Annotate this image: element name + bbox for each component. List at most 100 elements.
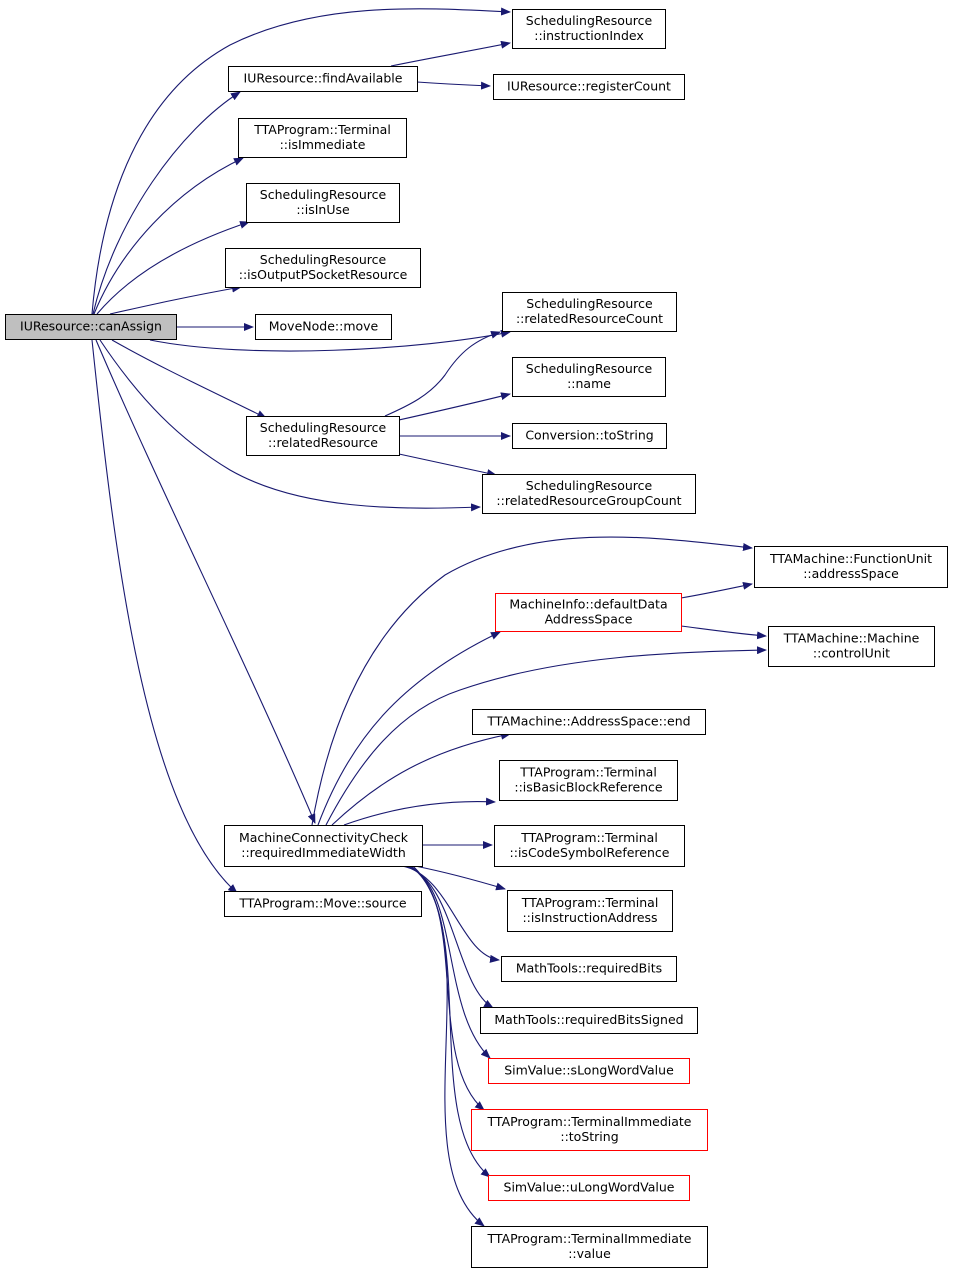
edge-arrow	[96, 221, 250, 315]
edge-required-immediate-width-to-fu-address-space	[311, 536, 753, 826]
edge-arrow	[92, 91, 241, 315]
edge-arrow	[311, 536, 753, 826]
node-label-line: TTAProgram::Terminal	[253, 122, 391, 137]
node-label-line: SimValue::uLongWordValue	[504, 1180, 675, 1195]
node-register-count[interactable]: IUResource::registerCount	[493, 74, 685, 100]
edge-arrow	[93, 157, 244, 315]
edge-required-immediate-width-to-is-instruction-address	[414, 865, 506, 891]
node-can-assign[interactable]: IUResource::canAssign	[5, 314, 177, 340]
edge-arrow	[384, 330, 501, 417]
node-required-bits-signed[interactable]: MathTools::requiredBitsSigned	[480, 1007, 698, 1034]
edge-can-assign-to-move-source	[91, 339, 238, 894]
node-ti-value[interactable]: TTAProgram::TerminalImmediate::value	[471, 1226, 708, 1268]
edge-arrow	[412, 865, 485, 1227]
edge-arrow	[325, 646, 767, 826]
node-label-line: SchedulingResource	[260, 420, 387, 435]
node-is-basic-block-reference[interactable]: TTAProgram::Terminal::isBasicBlockRefere…	[499, 760, 678, 801]
node-box	[488, 1175, 690, 1201]
edge-arrow	[95, 339, 316, 824]
node-box	[228, 66, 418, 92]
node-label-line: ::requiredImmediateWidth	[241, 845, 406, 860]
edge-arrow	[406, 865, 491, 1059]
node-address-space-end[interactable]: TTAMachine::AddressSpace::end	[472, 709, 706, 735]
edge-default-data-address-space-to-control-unit	[680, 625, 767, 640]
edge-find-available-to-instruction-index	[390, 40, 511, 67]
edge-related-resource-to-related-resource-count	[384, 330, 501, 417]
node-related-resource-count[interactable]: SchedulingResource::relatedResourceCount	[502, 292, 677, 332]
node-label-line: ::isInstructionAddress	[522, 910, 657, 925]
edge-related-resource-to-related-resource-group-count	[398, 453, 497, 477]
edge-required-immediate-width-to-ti-value	[412, 865, 485, 1227]
node-box	[471, 1109, 708, 1151]
node-ti-to-string[interactable]: TTAProgram::TerminalImmediate::toString	[471, 1109, 708, 1151]
edge-can-assign-to-is-immediate	[93, 157, 244, 315]
node-label-line: TTAMachine::FunctionUnit	[769, 551, 932, 566]
node-label-line: TTAProgram::Terminal	[521, 895, 659, 910]
node-box	[512, 357, 666, 397]
node-label-line: ::controlUnit	[813, 646, 890, 661]
edge-arrow	[91, 339, 238, 894]
node-label-line: AddressSpace	[545, 612, 633, 627]
node-control-unit[interactable]: TTAMachine::Machine::controlUnit	[768, 626, 935, 667]
node-box	[501, 956, 677, 982]
node-label-line: SchedulingResource	[526, 13, 653, 28]
edge-required-immediate-width-to-address-space-end	[331, 731, 511, 826]
node-is-immediate[interactable]: TTAProgram::Terminal::isImmediate	[238, 118, 407, 158]
node-box	[768, 626, 935, 667]
node-label-line: SchedulingResource	[526, 478, 653, 493]
node-label-line: TTAProgram::Terminal	[520, 830, 658, 845]
node-label-line: ::toString	[560, 1129, 618, 1144]
node-label-line: SchedulingResource	[526, 296, 653, 311]
node-box	[224, 825, 423, 867]
node-box	[480, 1007, 698, 1034]
node-box	[488, 1058, 690, 1084]
edge-arrow	[317, 631, 501, 826]
node-label-line: ::instructionIndex	[534, 28, 644, 43]
edge-arrow	[109, 284, 242, 315]
node-sr-name[interactable]: SchedulingResource::name	[512, 357, 666, 397]
node-instruction-index[interactable]: SchedulingResource::instructionIndex	[512, 9, 666, 49]
edge-required-immediate-width-to-is-basic-block-reference	[343, 797, 496, 826]
node-label-line: ::name	[567, 376, 611, 391]
node-label-line: MoveNode::move	[269, 319, 379, 334]
node-label-line: ::relatedResource	[268, 435, 378, 450]
node-label-line: MathTools::requiredBits	[516, 961, 662, 976]
node-u-long-word-value[interactable]: SimValue::uLongWordValue	[488, 1175, 690, 1201]
node-box	[512, 9, 666, 49]
node-s-long-word-value[interactable]: SimValue::sLongWordValue	[488, 1058, 690, 1084]
node-label-line: MachineInfo::defaultData	[509, 597, 667, 612]
node-label-line: ::value	[568, 1246, 611, 1261]
node-label-line: IUResource::canAssign	[20, 319, 162, 334]
node-find-available[interactable]: IUResource::findAvailable	[228, 66, 418, 92]
node-is-output-psocket[interactable]: SchedulingResource::isOutputPSocketResou…	[225, 248, 421, 288]
node-label-line: SchedulingResource	[526, 361, 653, 376]
node-required-immediate-width[interactable]: MachineConnectivityCheck::requiredImmedi…	[224, 825, 423, 867]
node-box	[238, 118, 407, 158]
node-is-instruction-address[interactable]: TTAProgram::Terminal::isInstructionAddre…	[507, 890, 673, 932]
node-is-code-symbol-reference[interactable]: TTAProgram::Terminal::isCodeSymbolRefere…	[494, 825, 685, 867]
edge-arrow	[398, 453, 497, 477]
node-fu-address-space[interactable]: TTAMachine::FunctionUnit::addressSpace	[754, 546, 948, 588]
node-label-line: TTAProgram::TerminalImmediate	[486, 1231, 691, 1246]
node-box	[502, 292, 677, 332]
node-conversion-to-string[interactable]: Conversion::toString	[512, 423, 667, 449]
edge-arrow	[414, 865, 506, 891]
edge-can-assign-to-is-output-psocket	[109, 284, 242, 315]
node-required-bits[interactable]: MathTools::requiredBits	[501, 956, 677, 982]
node-move-source[interactable]: TTAProgram::Move::source	[224, 891, 422, 917]
edge-arrow	[680, 625, 767, 640]
node-box	[482, 474, 696, 514]
node-box	[494, 825, 685, 867]
node-label-line: SchedulingResource	[260, 252, 387, 267]
node-is-in-use[interactable]: SchedulingResource::isInUse	[246, 183, 400, 223]
node-move-node-move[interactable]: MoveNode::move	[255, 314, 392, 340]
node-box	[493, 74, 685, 100]
node-related-resource-group-count[interactable]: SchedulingResource::relatedResourceGroup…	[482, 474, 696, 514]
node-related-resource[interactable]: SchedulingResource::relatedResource	[246, 416, 400, 456]
edge-arrow	[99, 339, 481, 512]
node-label-line: TTAProgram::Terminal	[519, 765, 657, 780]
node-label-line: ::isOutputPSocketResource	[239, 267, 408, 282]
node-label-line: IUResource::findAvailable	[244, 71, 403, 86]
edge-can-assign-to-required-immediate-width	[95, 339, 316, 824]
